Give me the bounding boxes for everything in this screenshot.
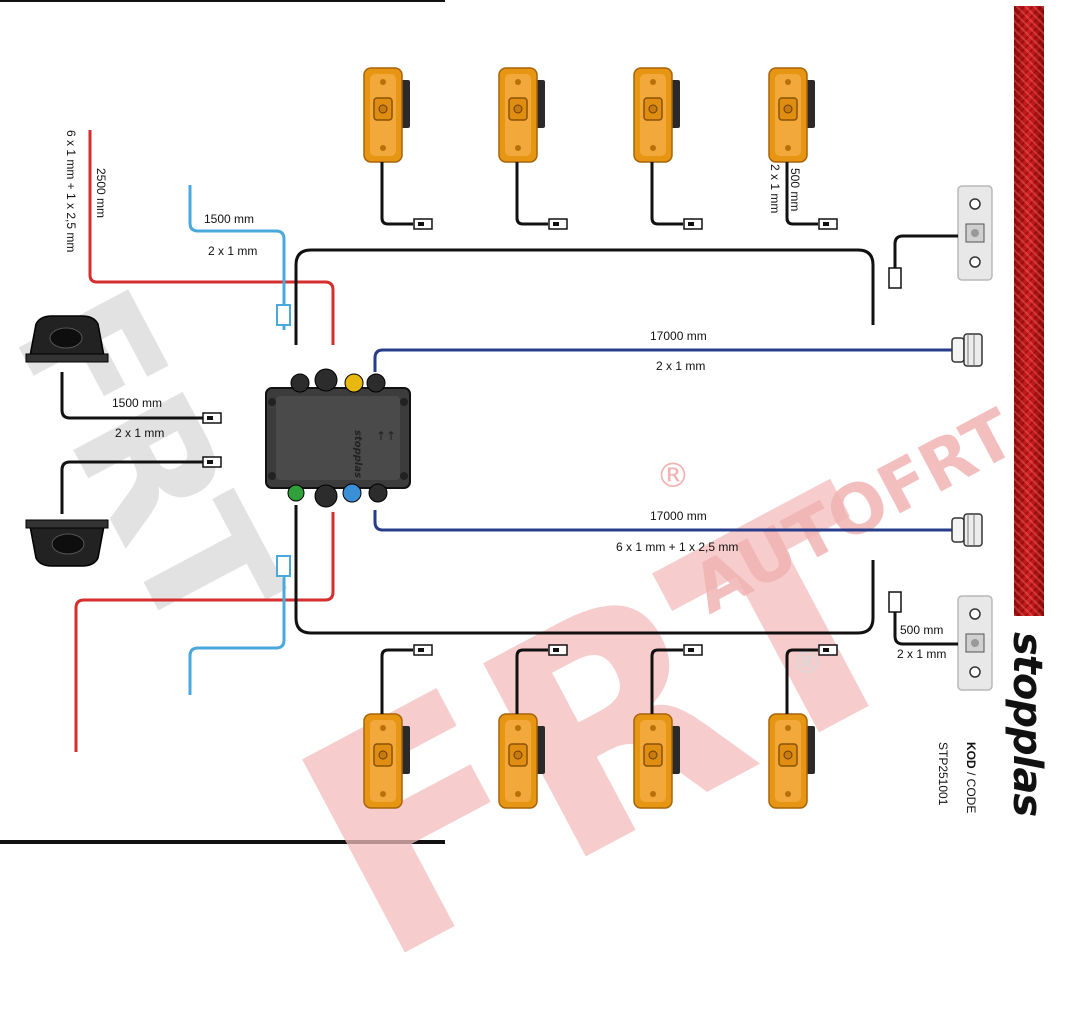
- amber-lamp-bottom-2: [498, 713, 546, 809]
- plug-bottom-2: [548, 644, 568, 656]
- junction-box-logo: stopplas: [352, 430, 363, 478]
- black-wire-top-loop: [294, 248, 875, 345]
- black-wire-bottom-loop: [294, 505, 875, 635]
- plug-top-2: [548, 218, 568, 230]
- marker-light-bottom-wire: [893, 612, 958, 646]
- label-navy-top-spec: 2 x 1 mm: [656, 359, 706, 373]
- marker-light-top: [957, 185, 993, 281]
- plug-plate-top: [202, 412, 222, 424]
- label-blue-top-length: 1500 mm: [204, 212, 255, 226]
- amber-lamp-top-2: [498, 67, 546, 163]
- label-blue-top-spec: 2 x 1 mm: [208, 244, 258, 258]
- plug-plate-bottom: [202, 456, 222, 468]
- label-navy-bottom-length: 17000 mm: [650, 509, 707, 523]
- amber-lamp-bottom-1: [363, 713, 411, 809]
- watermark-registered-mark: ®: [656, 456, 690, 496]
- blue-wire-bottom-connector: [276, 555, 291, 577]
- watermark-registered-mark-2: ®: [792, 646, 822, 681]
- label-plate-length: 1500 mm: [112, 396, 163, 410]
- plug-bottom-1: [413, 644, 433, 656]
- label-navy-bottom-spec: 6 x 1 mm + 1 x 2,5 mm: [616, 540, 739, 554]
- label-navy-top-length: 17000 mm: [650, 329, 707, 343]
- top-rule: [0, 0, 445, 2]
- label-marker-bottom-spec: 2 x 1 mm: [897, 647, 947, 661]
- label-marker-bottom-length: 500 mm: [900, 623, 944, 637]
- plug-navy-bottom: [951, 513, 983, 547]
- plug-top-3: [683, 218, 703, 230]
- amber-lamp-bottom-4: [768, 713, 816, 809]
- plate-lamp-top: [25, 315, 109, 363]
- product-code-value: STP251001: [936, 742, 950, 806]
- plate-lamp-bottom-wire: [60, 460, 203, 514]
- bottom-rule: [0, 840, 445, 844]
- blue-wire-top: [188, 185, 286, 330]
- plug-top-4: [818, 218, 838, 230]
- marker-light-bottom: [957, 595, 993, 691]
- plug-bottom-4: [818, 644, 838, 656]
- plug-marker-bottom: [888, 591, 902, 613]
- amber-lamp-top-1: [363, 67, 411, 163]
- junction-box-arrows: ↑↑: [376, 429, 396, 443]
- red-wire-top: [88, 130, 335, 345]
- amber-lamp-bottom-3: [633, 713, 681, 809]
- plate-lamp-bottom: [25, 519, 109, 567]
- plate-lamp-top-wire: [60, 372, 203, 420]
- amber-lamp-top-4: [768, 67, 816, 163]
- label-plate-spec: 2 x 1 mm: [115, 426, 165, 440]
- navy-wire-bottom: [373, 510, 952, 532]
- product-code-label-bold: KOD: [964, 742, 978, 769]
- blue-wire-top-connector: [276, 304, 291, 326]
- red-wire-bottom: [74, 512, 335, 752]
- plug-navy-top: [951, 333, 983, 367]
- red-reflector-strip: [1014, 6, 1044, 616]
- plug-marker-top: [888, 267, 902, 289]
- blue-wire-bottom: [188, 565, 286, 695]
- brand-logo: stopplas: [1004, 632, 1050, 817]
- product-code-label: KOD / CODE: [964, 742, 978, 813]
- label-red-top-spec: 6 x 1 mm + 1 x 2,5 mm: [64, 130, 78, 253]
- plug-top-1: [413, 218, 433, 230]
- plug-bottom-3: [683, 644, 703, 656]
- amber-lamp-top-3: [633, 67, 681, 163]
- label-red-top-length: 2500 mm: [94, 168, 108, 219]
- navy-wire-top: [373, 348, 952, 372]
- wiring-diagram: stopplas ↑↑: [25, 67, 993, 809]
- label-marker-top-spec: 2 x 1 mm: [768, 164, 782, 214]
- marker-light-top-wire: [893, 234, 958, 268]
- product-code-label-rest: / CODE: [964, 768, 978, 814]
- label-marker-top-length: 500 mm: [788, 168, 802, 212]
- junction-box: stopplas ↑↑: [265, 368, 411, 508]
